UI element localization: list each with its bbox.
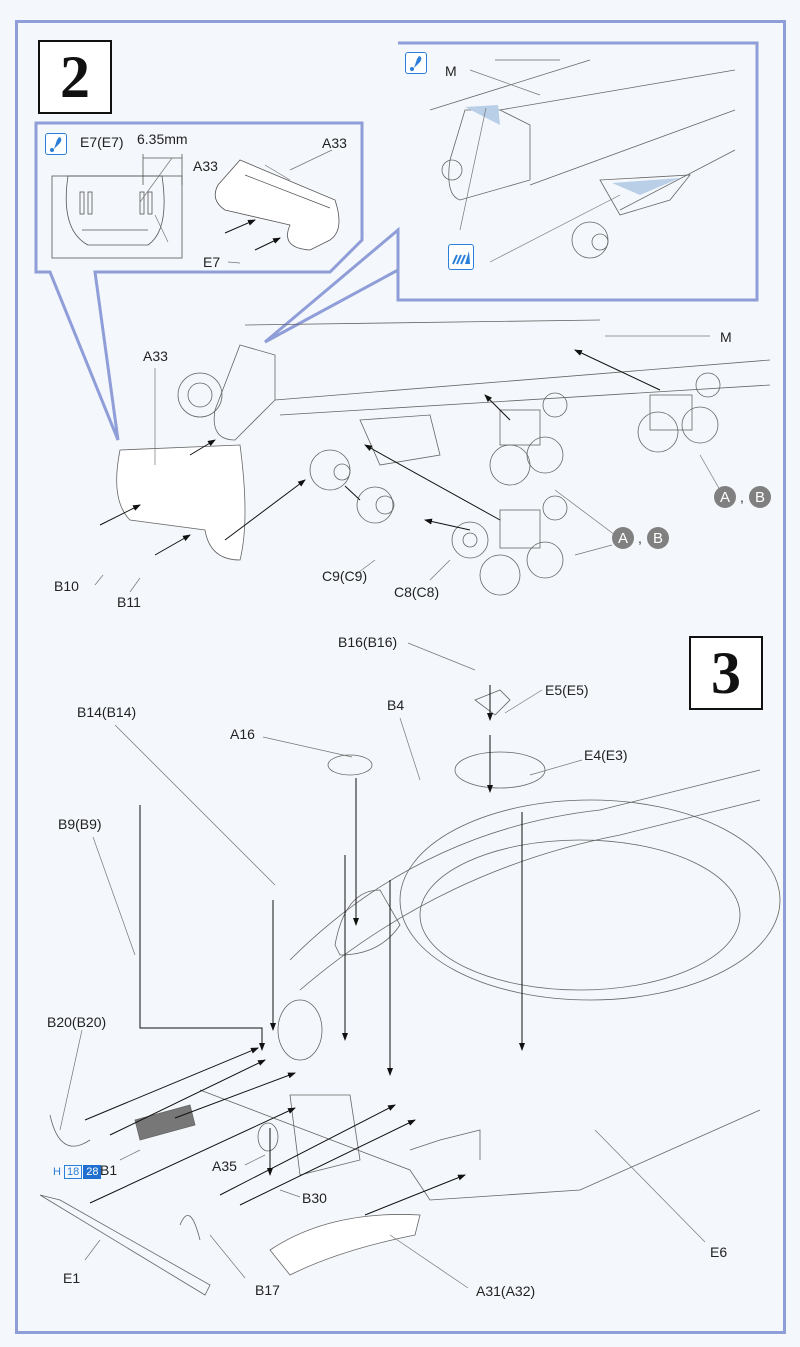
label-e7-pair: E7(E7) [80,134,124,150]
hull-detail-view [429,59,736,259]
attention-icon [405,52,427,74]
subassembly-ref-a: A [714,486,736,508]
step3-arrows [84,685,525,1216]
label-b14: B14(B14) [77,704,137,720]
step3-main-drawing [39,689,781,1296]
subassembly-ref-b: B [749,486,771,508]
subassembly-ref-a: A [612,527,634,549]
label-c8: C8(C8) [394,584,440,600]
label-dimension: 6.35mm [137,131,188,147]
label-a33-side: A33 [322,135,347,151]
step-number-3: 3 [689,636,763,710]
cement-glue-icon [448,244,474,270]
label-e4: E4(E3) [584,747,628,763]
label-e6: E6 [710,1244,728,1260]
label-e5: E5(E5) [545,682,589,698]
paint-prefix: H [53,1166,61,1178]
label-b20: B20(B20) [47,1014,107,1030]
glue-area-2 [612,178,680,195]
label-b17: B17 [255,1282,280,1298]
label-b1: B1 [100,1162,118,1178]
label-b4: B4 [387,697,405,713]
page-border [15,20,786,1334]
glue-area-1 [465,105,500,125]
label-e1: E1 [63,1270,81,1286]
label-b11: B11 [117,594,141,610]
inset-right-frame [264,41,759,344]
label-a35: A35 [212,1158,237,1174]
label-m-inset: M [445,63,457,79]
step2-arrows [99,349,661,556]
label-a31: A31(A32) [476,1283,536,1299]
separator: , [740,489,744,505]
label-a33-front: A33 [193,158,218,174]
label-m: M [720,329,732,345]
step2-main-drawing [116,319,771,596]
label-b10: B10 [54,578,79,594]
inset-left-frame [34,121,364,441]
label-b30: B30 [302,1190,327,1206]
label-b16: B16(B16) [338,634,398,650]
label-a16: A16 [230,726,255,742]
paint-code-2: 28 [83,1165,102,1179]
paint-code-1: 18 [63,1165,83,1179]
subassembly-ref-b: B [647,527,669,549]
label-b9: B9(B9) [58,816,102,832]
separator: , [638,530,642,546]
label-c9: C9(C9) [322,568,368,584]
step3-leaders [59,642,706,1289]
paint-code: H 18 28 [53,1165,102,1179]
label-a33: A33 [143,348,168,364]
step-number-2: 2 [38,40,112,114]
attention-icon [45,133,67,155]
a33-side-view [214,159,340,251]
a33-front-view [51,154,183,259]
label-e7: E7 [203,254,221,270]
step2-leaders [94,69,721,593]
